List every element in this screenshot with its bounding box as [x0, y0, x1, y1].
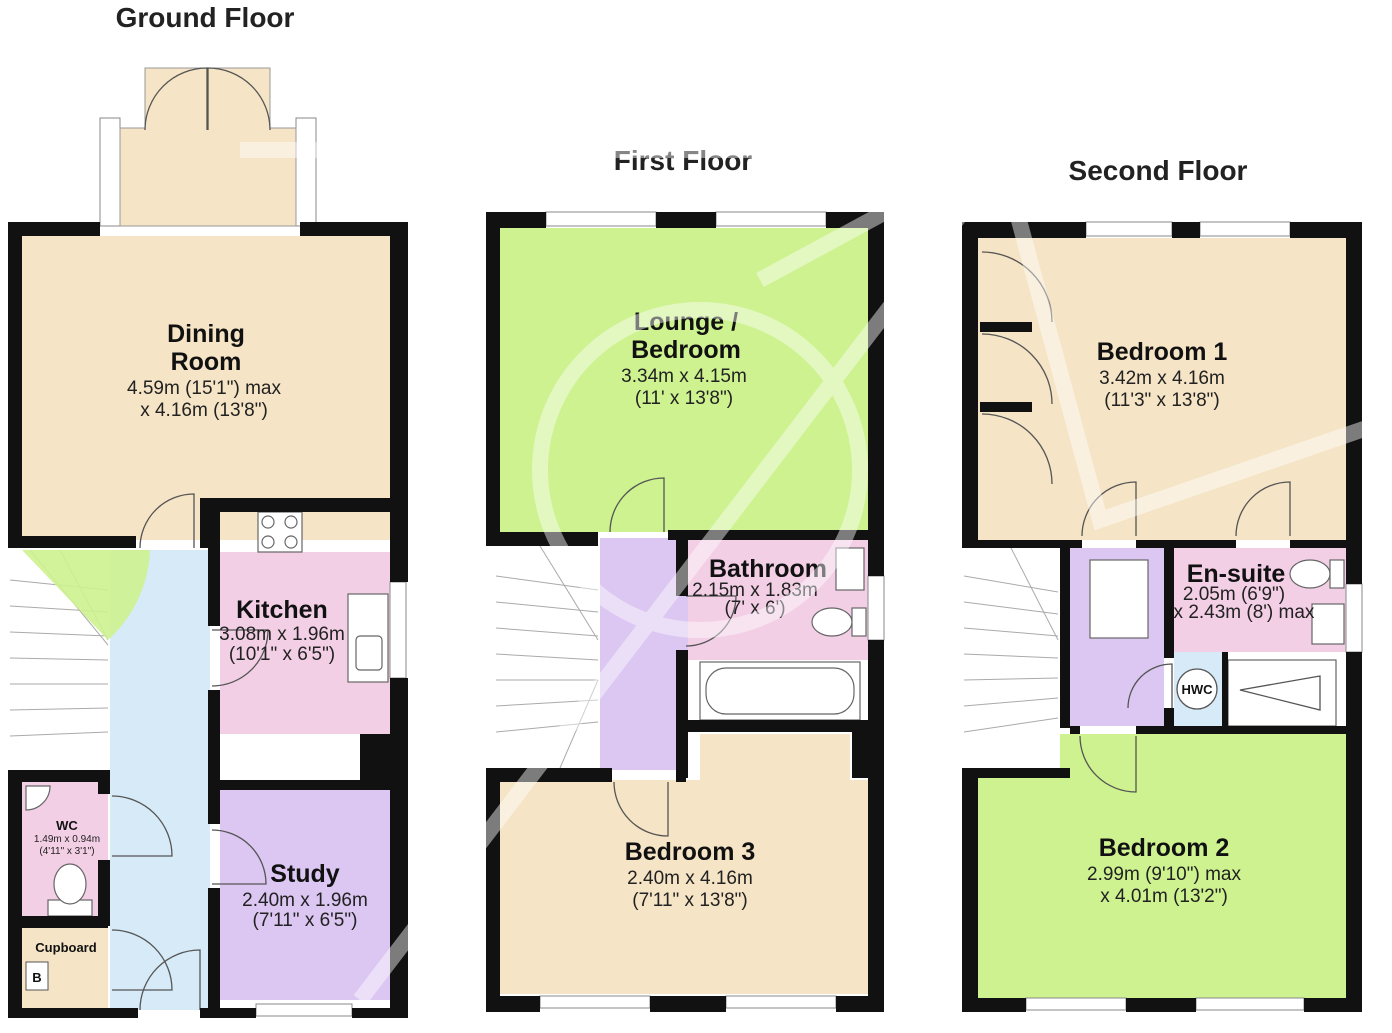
skylight-icon — [1089, 559, 1149, 639]
bedroom2-name: Bedroom 2 — [1099, 834, 1230, 862]
cupboard-name: Cupboard — [35, 940, 96, 955]
kitchen-door-icon — [211, 629, 269, 687]
ground-walls — [8, 222, 408, 1018]
bedroom1-dim-1: 3.42m x 4.16m — [1099, 368, 1225, 389]
bedroom1-door-left-icon — [1081, 481, 1137, 537]
lounge-name-1: Lounge / — [634, 308, 738, 336]
lounge-bedroom-room — [500, 228, 868, 532]
hwc-label: HWC — [1181, 682, 1213, 697]
dining-room-name-2: Room — [171, 348, 242, 376]
bedroom1-room — [978, 238, 1346, 540]
bedroom3-dim-1: 2.40m x 4.16m — [627, 868, 753, 889]
ensuite-dim-2: x 2.43m (8') max — [1174, 602, 1315, 623]
french-door-right-icon — [207, 67, 271, 131]
study-dim-1: 2.40m x 1.96m — [242, 890, 368, 911]
bedroom3-name: Bedroom 3 — [625, 838, 756, 866]
wardrobe-doors — [981, 251, 1053, 485]
lounge-door-icon — [609, 477, 665, 533]
dining-room-dim-2: x 4.16m (13'8") — [140, 400, 268, 421]
wc-dim-1: 1.49m x 0.94m — [34, 834, 100, 845]
bathroom-name: Bathroom — [709, 555, 827, 583]
dining-room-name-1: Dining — [167, 320, 245, 348]
bedroom2-dim-1: 2.99m (9'10") max — [1087, 864, 1241, 885]
ensuite-name: En-suite — [1187, 560, 1286, 588]
bathroom-door-icon — [685, 595, 737, 647]
wc-name: WC — [56, 818, 78, 833]
kitchen-dim-2: (10'1" x 6'5") — [229, 644, 335, 665]
lounge-dim-2: (11' x 13'8") — [635, 388, 733, 409]
hallway — [110, 550, 210, 1010]
first-floor-title: First Floor — [614, 145, 753, 176]
ground-floor-title: Ground Floor — [116, 2, 295, 33]
study-door-icon — [211, 829, 267, 885]
second-floor: Second Floor — [962, 155, 1363, 1012]
bathroom-toilet-icon — [811, 607, 853, 637]
shower-icon — [1227, 659, 1337, 727]
kitchen-window — [389, 581, 407, 679]
wc-basin-icon — [25, 785, 51, 811]
ensuite-dim-1: 2.05m (6'9") — [1183, 584, 1285, 605]
boiler-label: B — [32, 970, 41, 985]
bedroom3-room — [500, 780, 868, 994]
first-walls — [486, 212, 884, 1012]
bedroom2-dim-2: x 4.01m (13'2") — [1100, 886, 1228, 907]
bathroom-dim-1: 2.15m x 1.83m — [692, 580, 818, 601]
dining-room — [22, 236, 390, 540]
second-stairs — [963, 545, 1060, 768]
wc-dim-2: (4'11" x 3'1") — [39, 846, 94, 857]
lounge-dim-1: 3.34m x 4.15m — [621, 366, 747, 387]
first-stairs — [495, 545, 600, 769]
bathroom-basin-icon — [835, 547, 865, 591]
bedroom3-door-icon — [613, 781, 669, 837]
bedroom3-dim-2: (7'11" x 13'8") — [632, 890, 747, 911]
hwc-tank-icon — [1176, 668, 1218, 710]
front-door-icon — [139, 949, 201, 1011]
boiler-icon — [25, 961, 49, 991]
bedroom1-dim-2: (11'3" x 13'8") — [1104, 390, 1219, 411]
wc-door-icon — [111, 795, 173, 857]
first-floor: First Floor — [486, 145, 885, 1012]
under-stairs-door-icon — [22, 550, 150, 640]
kitchen-dim-1: 3.08m x 1.96m — [219, 624, 345, 645]
study-name: Study — [270, 860, 340, 888]
dining-door-icon — [139, 493, 195, 549]
bedroom1-name: Bedroom 1 — [1097, 338, 1228, 366]
ground-floor: Ground Floor — [8, 2, 408, 1018]
study-dim-2: (7'11" x 6'5") — [253, 910, 358, 931]
dining-bay — [99, 67, 317, 227]
ensuite-basin-icon — [1311, 603, 1345, 645]
bedroom2-door-icon — [1079, 735, 1137, 793]
dining-room-dim-1: 4.59m (15'1") max — [127, 378, 281, 399]
bathroom-dim-2: (7' x 6') — [724, 598, 785, 619]
hwc-door-icon — [1127, 663, 1173, 709]
bedroom1-door-right-icon — [1235, 481, 1291, 537]
logo-watermark — [240, 138, 1392, 1005]
lounge-name-2: Bedroom — [631, 336, 741, 364]
cupboard-door-icon — [111, 929, 173, 991]
second-floor-title: Second Floor — [1069, 155, 1248, 186]
toilet-icon — [53, 863, 87, 905]
study-room — [220, 790, 390, 1000]
kitchen-name: Kitchen — [236, 596, 328, 624]
ensuite-toilet-icon — [1289, 559, 1331, 589]
first-landing — [600, 538, 688, 770]
second-walls — [962, 222, 1362, 1012]
french-door-left-icon — [144, 67, 208, 131]
